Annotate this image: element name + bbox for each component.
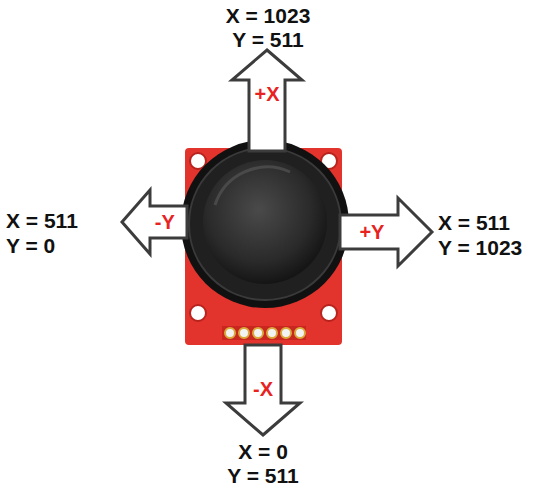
arrow-shape — [340, 198, 432, 266]
direction-arrow: -Y — [122, 190, 187, 254]
arrow-shape — [122, 190, 187, 254]
direction-arrow: -X — [226, 345, 300, 435]
arrow-outline — [122, 190, 187, 254]
axis-value: X = 1023 — [226, 4, 311, 27]
header-pins — [222, 326, 306, 340]
axis-label: -X — [253, 379, 273, 399]
axis-label: -Y — [155, 212, 175, 232]
axis-value: Y = 511 — [227, 464, 298, 487]
direction-arrow: +X — [232, 50, 302, 151]
axis-label: +X — [254, 84, 279, 104]
arrow-outline — [340, 198, 432, 266]
circuit-board — [185, 148, 342, 345]
direction-arrow: +Y — [340, 198, 432, 266]
joystick-knob — [203, 160, 327, 284]
axis-label: +Y — [359, 222, 384, 242]
joystick-base — [181, 140, 349, 308]
arrow-outline — [232, 50, 302, 151]
joystick-ring — [189, 148, 341, 300]
axis-value: Y = 511 — [232, 28, 303, 51]
axis-value: X = 511 — [438, 211, 510, 234]
knob-highlight — [215, 167, 290, 205]
axis-value: X = 511 — [6, 209, 78, 232]
axis-value: Y = 1023 — [438, 236, 522, 259]
axis-value: Y = 0 — [6, 234, 55, 257]
axis-value: X = 0 — [238, 440, 288, 463]
arrow-outline — [226, 345, 300, 435]
